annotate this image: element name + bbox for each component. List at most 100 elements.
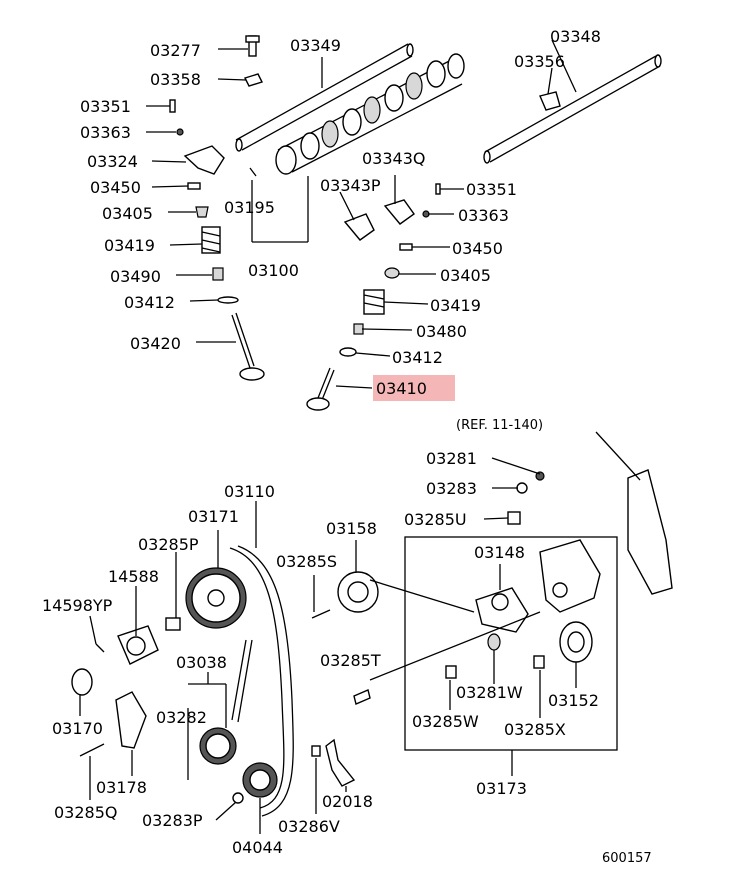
crank-sprocket-04044 (242, 762, 278, 798)
retainer-03405b (384, 267, 400, 279)
label-03195[interactable]: 03195 (224, 198, 275, 217)
label-03038[interactable]: 03038 (176, 653, 227, 672)
label-03405[interactable]: 03405 (102, 204, 153, 223)
label-03420[interactable]: 03420 (130, 334, 181, 353)
screw-03450 (187, 182, 201, 190)
label-03363b[interactable]: 03363 (458, 206, 509, 225)
label-03343q[interactable]: 03343Q (362, 149, 426, 168)
label-03348[interactable]: 03348 (550, 27, 601, 46)
label-03170[interactable]: 03170 (52, 719, 103, 738)
bolt-03285x (533, 655, 545, 669)
label-03285p[interactable]: 03285P (138, 535, 199, 554)
camshaft-sprocket-03171 (185, 567, 247, 629)
rocker-arm-03343q (383, 199, 415, 225)
spring-03419b (363, 289, 385, 315)
label-03286v[interactable]: 03286V (278, 817, 340, 836)
label-03356[interactable]: 03356 (514, 52, 565, 71)
washer-03283p (232, 792, 244, 804)
bolt-03285s (311, 609, 331, 619)
assembly-box-03173 (404, 536, 618, 751)
label-03349[interactable]: 03349 (290, 36, 341, 55)
bracket-assembly (539, 539, 601, 613)
selected-part-highlight (373, 375, 455, 401)
label-04044[interactable]: 04044 (232, 838, 283, 857)
part-labels: 03277 03349 03358 03351 03363 03324 0345… (42, 27, 652, 866)
bracket-02018 (325, 738, 356, 787)
bolt-03285q (79, 743, 105, 757)
label-03281w[interactable]: 03281W (456, 683, 523, 702)
label-03173[interactable]: 03173 (476, 779, 527, 798)
label-03285u[interactable]: 03285U (404, 510, 467, 529)
label-03152[interactable]: 03152 (548, 691, 599, 710)
label-03285t[interactable]: 03285T (320, 651, 381, 670)
label-03480[interactable]: 03480 (416, 322, 467, 341)
label-03412b[interactable]: 03412 (392, 348, 443, 367)
label-03410[interactable]: 03410 (376, 379, 427, 398)
label-ref[interactable]: (REF. 11-140) (456, 418, 543, 433)
pulley-03152 (559, 621, 593, 663)
label-03110[interactable]: 03110 (224, 482, 275, 501)
label-14598yp[interactable]: 14598YP (42, 596, 113, 615)
timing-belt-03110 (229, 545, 294, 817)
label-03283[interactable]: 03283 (426, 479, 477, 498)
label-03282[interactable]: 03282 (156, 708, 207, 727)
spring-03419 (201, 226, 221, 254)
camshaft (275, 53, 465, 175)
bolt-03285p (165, 617, 181, 631)
label-03277[interactable]: 03277 (150, 41, 201, 60)
valve-03410 (306, 367, 335, 411)
rocker-arm-03343p (343, 213, 375, 241)
label-03285w[interactable]: 03285W (412, 712, 479, 731)
rocker-shaft-left (235, 43, 414, 152)
label-03148[interactable]: 03148 (474, 543, 525, 562)
label-03412[interactable]: 03412 (124, 293, 175, 312)
pin-03351 (169, 99, 176, 113)
diagram-code: 600157 (602, 851, 652, 866)
crank-sprocket-03282 (199, 727, 237, 765)
label-03363[interactable]: 03363 (80, 123, 131, 142)
tensioner-03178 (115, 691, 147, 749)
clip-03356 (539, 91, 561, 111)
label-03285s[interactable]: 03285S (276, 552, 337, 571)
tensioner-arm-03148 (475, 587, 529, 633)
idler-03158 (337, 571, 379, 613)
clip-03358 (244, 73, 263, 87)
label-03490[interactable]: 03490 (110, 267, 161, 286)
seat-03412b (339, 347, 357, 357)
screw-03450b (399, 243, 413, 251)
label-03283p[interactable]: 03283P (142, 811, 203, 830)
label-03351[interactable]: 03351 (80, 97, 131, 116)
washer-03281w (487, 633, 501, 651)
label-03178[interactable]: 03178 (96, 778, 147, 797)
label-03158[interactable]: 03158 (326, 519, 377, 538)
label-14588[interactable]: 14588 (108, 567, 159, 586)
bolt-03286v (311, 745, 321, 757)
label-03450[interactable]: 03450 (90, 178, 141, 197)
rocker-shaft-right (483, 54, 662, 164)
nut-03363 (176, 128, 184, 136)
label-03281[interactable]: 03281 (426, 449, 477, 468)
seat-03412 (217, 296, 239, 304)
bolt-14598yp (95, 643, 105, 653)
label-03285x[interactable]: 03285X (504, 720, 566, 739)
label-03419[interactable]: 03419 (104, 236, 155, 255)
label-03343p[interactable]: 03343P (320, 176, 381, 195)
label-03419b[interactable]: 03419 (430, 296, 481, 315)
label-03351b[interactable]: 03351 (466, 180, 517, 199)
label-03324[interactable]: 03324 (87, 152, 138, 171)
label-03100[interactable]: 03100 (248, 261, 299, 280)
label-03285q[interactable]: 03285Q (54, 803, 118, 822)
label-03358[interactable]: 03358 (150, 70, 201, 89)
rocker-arm-03324 (183, 145, 225, 175)
label-03405b[interactable]: 03405 (440, 266, 491, 285)
leader-lines (79, 39, 641, 834)
pin-03195 (249, 167, 257, 177)
retainer-03405 (195, 206, 209, 218)
pin-03351b (435, 183, 441, 195)
label-03171[interactable]: 03171 (188, 507, 239, 526)
cover-ref (627, 469, 673, 595)
seal-03480 (353, 323, 364, 335)
label-02018[interactable]: 02018 (322, 792, 373, 811)
label-03450b[interactable]: 03450 (452, 239, 503, 258)
